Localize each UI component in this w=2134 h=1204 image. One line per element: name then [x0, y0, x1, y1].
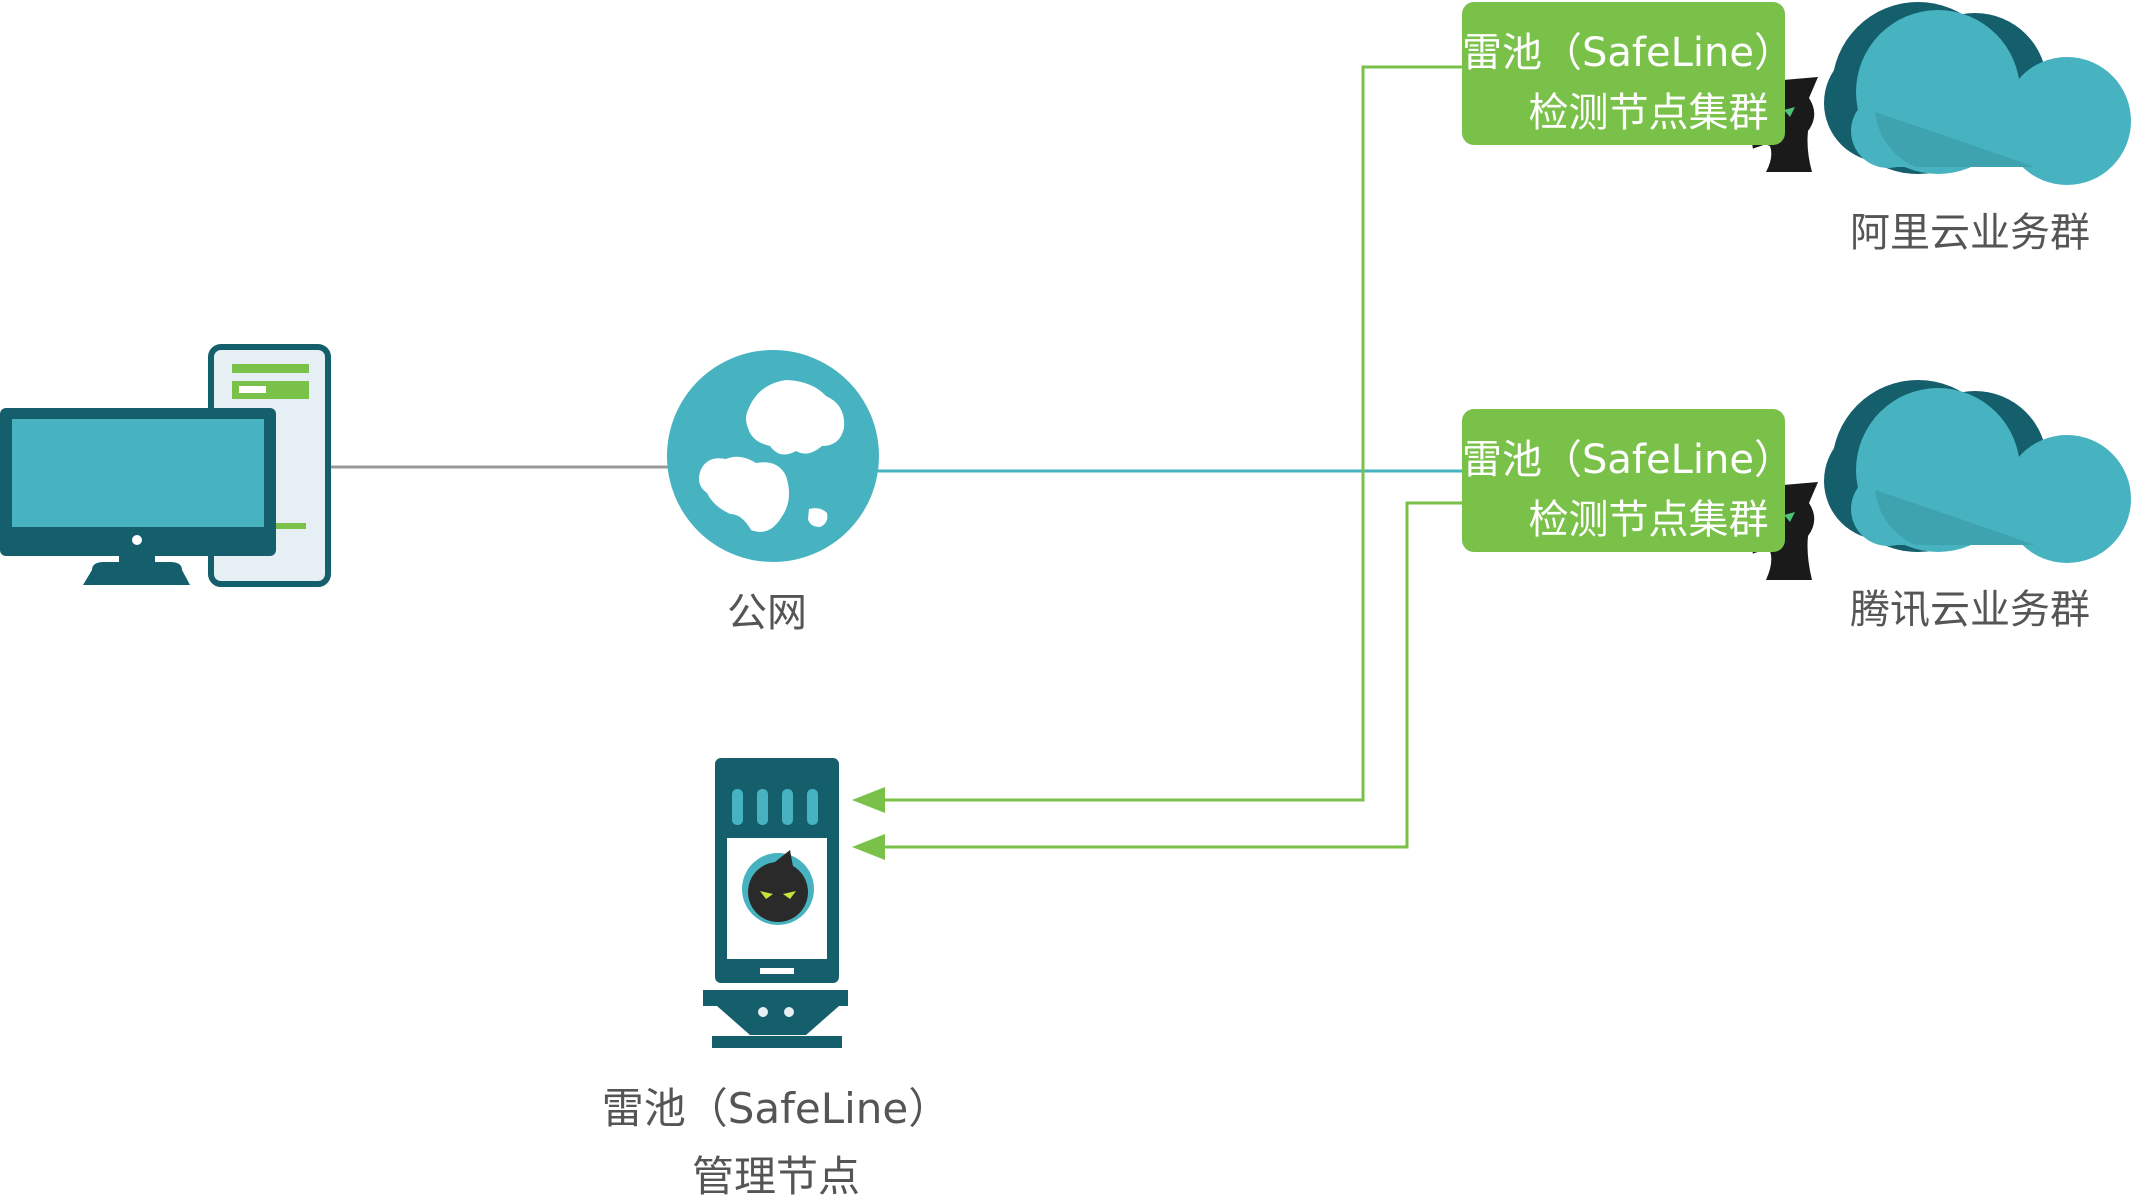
tencent-detection-node: 雷池（SafeLine） 检测节点集群 [1462, 409, 1794, 552]
cloud-icon [1824, 2, 2131, 185]
detection-node-subtitle: 检测节点集群 [1528, 90, 1769, 136]
aliyun-detection-node: 雷池（SafeLine） 检测节点集群 [1462, 2, 1794, 145]
management-node-subtitle: 管理节点 [691, 1152, 860, 1201]
aliyun-to-management-line [885, 65, 1462, 802]
desktop-client-icon [0, 344, 331, 587]
detection-node-title: 雷池（SafeLine） [1462, 437, 1794, 483]
tencent-cloud-label: 腾讯云业务群 [1850, 587, 2090, 633]
aliyun-cloud-label: 阿里云业务群 [1850, 210, 2090, 256]
detection-node-title: 雷池（SafeLine） [1462, 30, 1794, 76]
arrow-head-icon [852, 834, 885, 860]
management-node-title: 雷池（SafeLine） [601, 1084, 951, 1133]
tencent-to-management-line [885, 501, 1462, 849]
detection-node-subtitle: 检测节点集群 [1528, 497, 1769, 543]
globe-icon [667, 350, 879, 562]
safeline-cat-icon [742, 850, 814, 925]
internet-label: 公网 [727, 590, 807, 636]
cloud-icon [1824, 380, 2131, 563]
arrow-head-icon [852, 787, 885, 813]
